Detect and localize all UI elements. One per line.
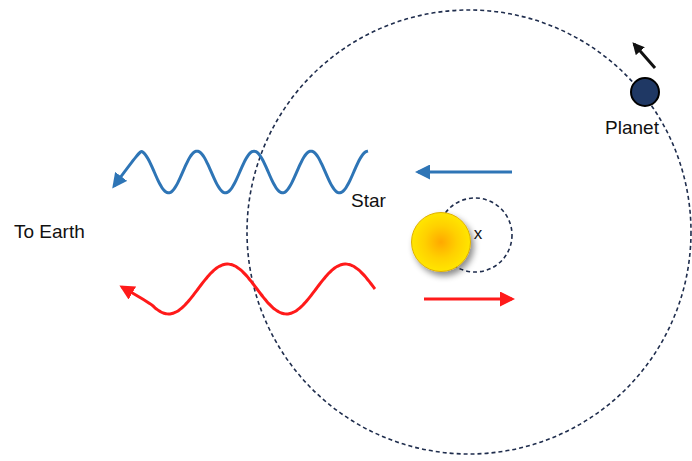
planet-circle: Planet: [630, 77, 660, 107]
planet-circle: [631, 78, 659, 106]
star-circle: Star: [411, 212, 471, 272]
barycenter-mark: x: [474, 224, 483, 244]
blueshift-wave: [114, 151, 368, 193]
body-label: Planet: [605, 117, 659, 139]
star-circle: [412, 213, 471, 272]
body-label: Star: [351, 190, 386, 212]
approach-arrow: [418, 171, 512, 174]
recede-arrow: [424, 298, 512, 301]
direction-label: To Earth: [14, 221, 85, 243]
planet-motion-arrow: [634, 44, 655, 68]
star-circle-shape: [411, 212, 471, 272]
planet-circle-shape: [630, 77, 660, 107]
redshift-wave: [122, 264, 375, 314]
planet-orbit: [247, 10, 691, 454]
